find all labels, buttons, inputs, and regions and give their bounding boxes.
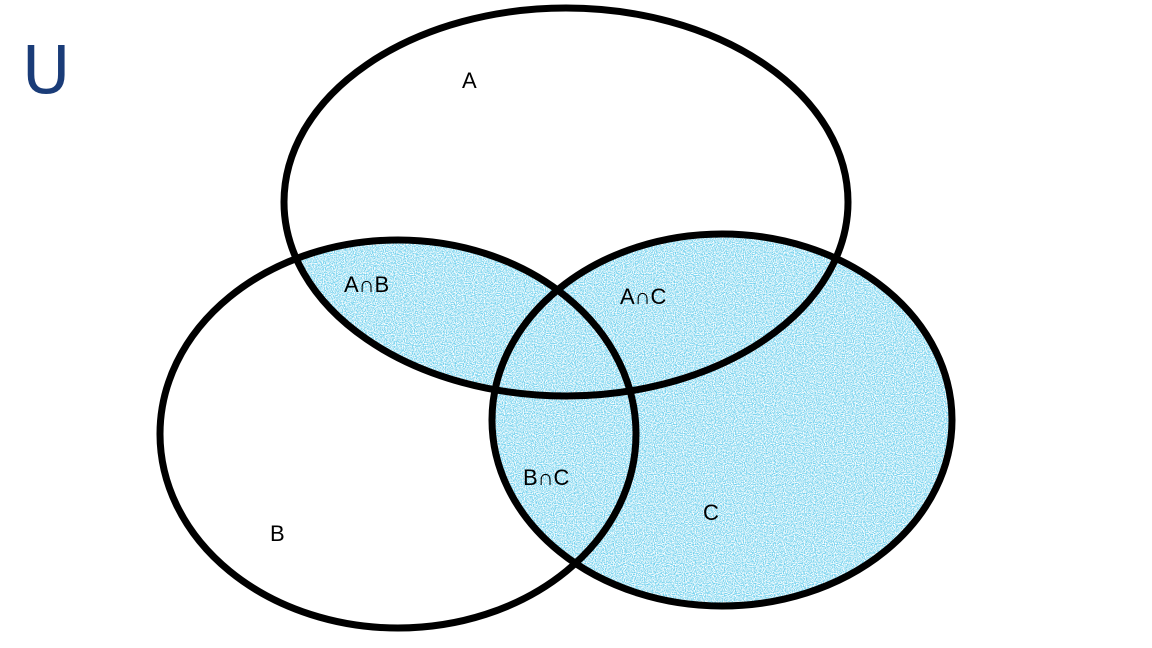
set-b-label: B — [270, 521, 285, 546]
set-a-outline — [280, 4, 852, 400]
region-a-and-c-label: A∩C — [620, 284, 666, 309]
set-a-label: A — [462, 68, 477, 93]
region-b-and-c-label: B∩C — [523, 465, 569, 490]
set-b-outline — [156, 236, 640, 632]
set-c-label: C — [703, 500, 719, 525]
universe-label: U — [22, 32, 71, 109]
set-c-outline — [488, 230, 956, 610]
region-a-and-b-label: A∩B — [344, 272, 389, 297]
